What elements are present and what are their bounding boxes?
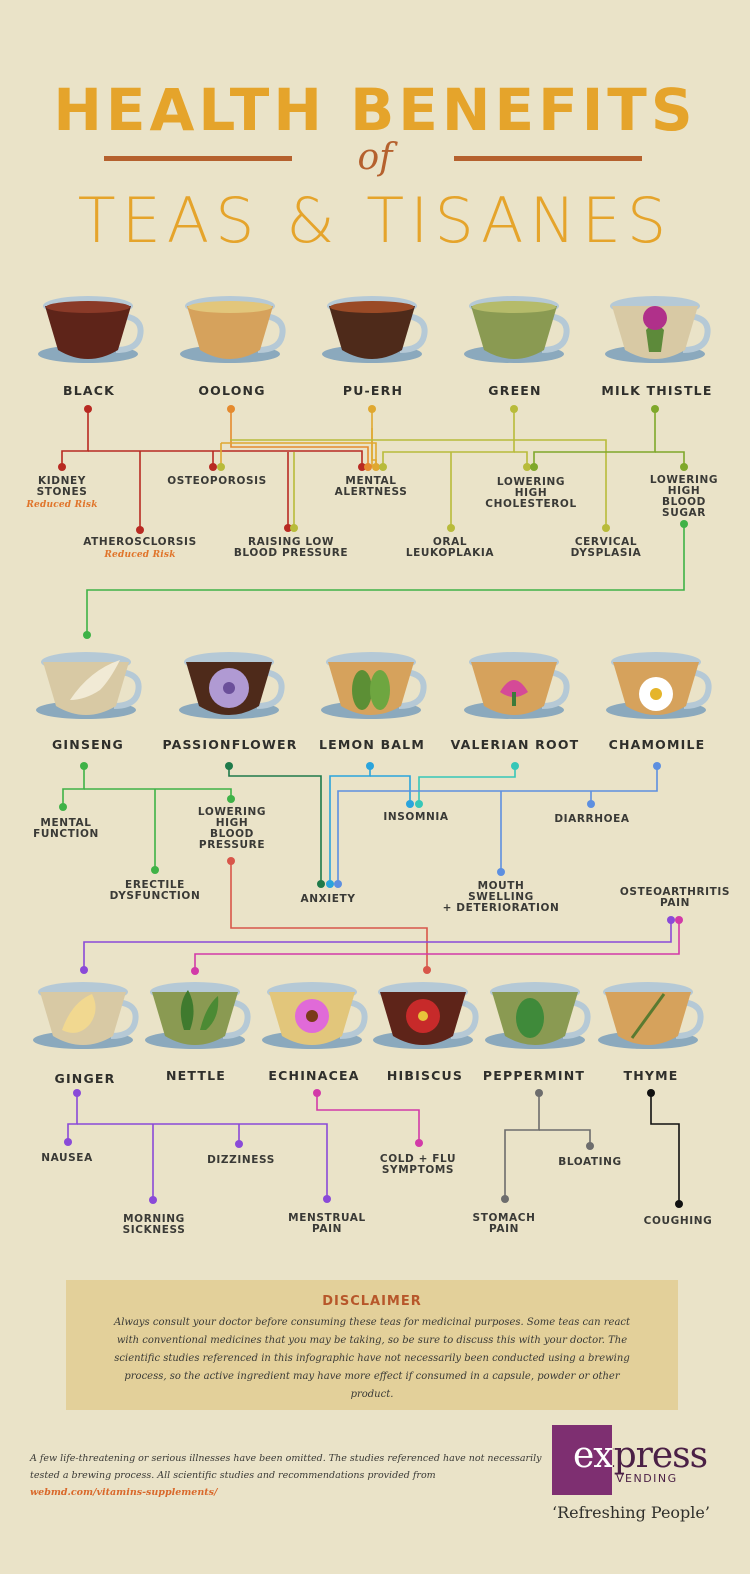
title-rule-left xyxy=(104,156,292,161)
tea-name-echinacea: ECHINACEA xyxy=(268,1068,360,1083)
tea-name-passionflower: PASSIONFLOWER xyxy=(162,737,298,752)
benefit-mental-alertness: MENTAL ALERTNESS xyxy=(334,475,408,498)
logo-word-dark: express xyxy=(574,1435,708,1476)
benefit-diarrhoea: DIARRHOEA xyxy=(554,813,630,825)
footnote: A few life-threatening or serious illnes… xyxy=(30,1450,550,1501)
disclaimer-title: DISCLAIMER xyxy=(322,1294,422,1309)
tea-name-peppermint: PEPPERMINT xyxy=(482,1068,586,1083)
logo-vending: VENDING xyxy=(616,1472,678,1485)
disclaimer-text: Always consult your doctor before consum… xyxy=(113,1317,631,1400)
echinacea-tea-cup-icon xyxy=(262,982,365,1049)
passionflower-tea-cup-icon xyxy=(179,652,282,719)
benefit-cervical-dysplasia: CERVICAL DYSPLASIA xyxy=(570,536,642,559)
footnote-text: A few life-threatening or serious illnes… xyxy=(30,1453,542,1481)
benefit-osteoporosis: OSTEOPOROSIS xyxy=(167,475,267,487)
benefit-atherosclorsis: ATHEROSCLORSIS Reduced Risk xyxy=(83,536,197,561)
benefit-morning-sickness: MORNING SICKNESS xyxy=(122,1213,186,1236)
peppermint-tea-cup-icon xyxy=(485,982,588,1049)
black-tea-cup-icon xyxy=(38,296,141,363)
benefit-kidney-stones: KIDNEY STONES Reduced Risk xyxy=(26,475,98,511)
tea-name-chamomile: CHAMOMILE xyxy=(608,737,706,752)
title-health-benefits: HEALTH BENEFITS xyxy=(53,76,697,144)
express-vending-logo xyxy=(552,1425,612,1495)
chamomile-tea-cup-icon xyxy=(606,652,709,719)
benefit-lowering-high-blood-sugar: LOWERING HIGH BLOOD SUGAR xyxy=(649,474,719,519)
benefit-insomnia: INSOMNIA xyxy=(383,811,449,823)
benefit-oral-leukoplakia: ORAL LEUKOPLAKIA xyxy=(405,536,495,559)
oolong-tea-cup-icon xyxy=(180,296,283,363)
green-tea-cup-icon xyxy=(464,296,567,363)
lemon-balm-tea-cup-icon xyxy=(321,652,424,719)
milk-thistle-tea-cup-icon xyxy=(605,296,708,363)
benefit-cold-flu-symptoms: COLD + FLU SYMPTOMS xyxy=(379,1153,457,1176)
benefit-mental-function: MENTAL FUNCTION xyxy=(33,817,99,840)
benefit-anxiety: ANXIETY xyxy=(300,893,356,905)
title-of: of xyxy=(357,137,393,178)
benefit-menstrual-pain: MENSTRUAL PAIN xyxy=(288,1212,366,1235)
tea-name-ginseng: GINSENG xyxy=(51,737,125,752)
benefit-coughing: COUGHING xyxy=(643,1215,713,1227)
thyme-tea-cup-icon xyxy=(598,982,701,1049)
benefit-lowering-high-blood-pressure: LOWERING HIGH BLOOD PRESSURE xyxy=(197,806,267,851)
tea-name-ginger: GINGER xyxy=(54,1071,116,1086)
footnote-link[interactable]: webmd.com/vitamins-supplements/ xyxy=(30,1487,218,1498)
tea-name-thyme: THYME xyxy=(623,1068,679,1083)
benefit-mouth-swelling: MOUTH SWELLING + DETERIORATION xyxy=(442,880,560,914)
tea-name-nettle: NETTLE xyxy=(165,1068,227,1083)
ginger-tea-cup-icon xyxy=(33,982,136,1049)
benefit-dizziness: DIZZINESS xyxy=(207,1154,275,1166)
tea-name-hibiscus: HIBISCUS xyxy=(386,1068,464,1083)
disclaimer-box: DISCLAIMER Always consult your doctor be… xyxy=(66,1280,678,1410)
benefit-raising-low-blood-pressure: RAISING LOW BLOOD PRESSURE xyxy=(233,536,349,559)
tea-name-valerian-root: VALERIAN ROOT xyxy=(450,737,580,752)
pu-erh-tea-cup-icon xyxy=(322,296,425,363)
benefit-nausea: NAUSEA xyxy=(41,1152,93,1164)
valerian-root-tea-cup-icon xyxy=(464,652,567,719)
tea-name-oolong: OOLONG xyxy=(198,383,266,398)
tea-name-pu-erh: PU-ERH xyxy=(342,383,404,398)
tea-name-green: GREEN xyxy=(488,383,542,398)
title-rule-right xyxy=(454,156,642,161)
benefit-lowering-high-cholesterol: LOWERING HIGH CHOLESTEROL xyxy=(485,476,577,510)
benefit-stomach-pain: STOMACH PAIN xyxy=(472,1212,536,1235)
title-teas-tisanes: TEAS & TISANES xyxy=(77,184,673,257)
ginseng-tea-cup-icon xyxy=(36,652,139,719)
tea-name-milk-thistle: MILK THISTLE xyxy=(601,383,713,398)
brand-tagline: ‘Refreshing People’ xyxy=(552,1503,710,1522)
benefit-bloating: BLOATING xyxy=(558,1156,622,1168)
nettle-tea-cup-icon xyxy=(145,982,248,1049)
benefit-osteoarthritis-pain: OSTEOARTHRITIS PAIN xyxy=(619,886,731,909)
benefit-erectile-dysfunction: ERECTILE DYSFUNCTION xyxy=(109,879,201,902)
hibiscus-tea-cup-icon xyxy=(373,982,476,1049)
tea-name-black: BLACK xyxy=(62,383,116,398)
tea-name-lemon-balm: LEMON BALM xyxy=(319,737,425,752)
